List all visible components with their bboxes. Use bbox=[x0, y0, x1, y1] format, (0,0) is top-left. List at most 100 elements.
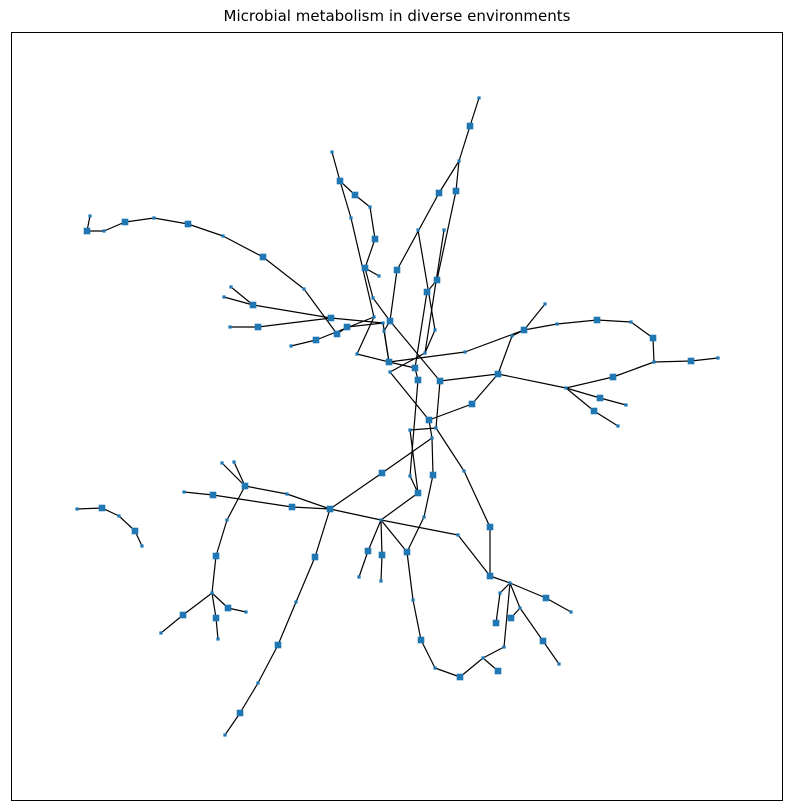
node-n69 bbox=[468, 400, 476, 408]
node-n117 bbox=[244, 610, 248, 614]
edge-n35-n38 bbox=[346, 322, 384, 328]
node-n19 bbox=[371, 296, 375, 300]
edge-n59-n60 bbox=[652, 337, 655, 363]
node-n37 bbox=[372, 315, 376, 319]
node-n47 bbox=[423, 351, 427, 355]
edge-n72-n78 bbox=[435, 427, 465, 472]
node-n42 bbox=[289, 344, 293, 348]
node-n92 bbox=[498, 591, 502, 595]
edge-n48-n47 bbox=[424, 329, 436, 354]
node-n73 bbox=[430, 436, 434, 440]
node-n74 bbox=[429, 471, 437, 479]
node-n84 bbox=[378, 551, 386, 559]
node-n70 bbox=[425, 416, 433, 424]
node-n114 bbox=[212, 552, 220, 560]
edge-n33-n34 bbox=[257, 317, 332, 328]
edge-n50-n72 bbox=[435, 380, 441, 429]
edge-n69-n70 bbox=[428, 403, 473, 421]
node-n48 bbox=[433, 328, 437, 332]
node-n76 bbox=[408, 474, 412, 478]
edge-n113-n114 bbox=[215, 519, 228, 557]
node-n52 bbox=[494, 370, 502, 378]
edge-n4-n17 bbox=[436, 190, 457, 281]
edge-n105-n107 bbox=[221, 462, 246, 487]
edge-n101-n102 bbox=[434, 667, 461, 678]
node-n82 bbox=[379, 518, 383, 522]
node-n80 bbox=[486, 523, 494, 531]
node-n106 bbox=[232, 460, 236, 464]
edge-n89-n93 bbox=[509, 582, 521, 609]
edge-n74-n79 bbox=[423, 474, 434, 518]
node-n49 bbox=[414, 376, 422, 384]
edge-n110-n112 bbox=[286, 493, 331, 510]
node-n81 bbox=[456, 533, 460, 537]
edge-n79-n85 bbox=[406, 516, 425, 553]
node-n33 bbox=[254, 323, 262, 331]
node-n50 bbox=[436, 377, 444, 385]
edge-n83-n86 bbox=[358, 550, 369, 578]
edge-n58-n59 bbox=[630, 321, 654, 339]
edge-n75-n112 bbox=[329, 472, 383, 510]
node-n129 bbox=[98, 504, 106, 512]
edge-n108-n109 bbox=[183, 491, 214, 496]
edge-n128-n129 bbox=[76, 507, 103, 510]
edge-n6-n7 bbox=[331, 151, 341, 182]
node-n109 bbox=[209, 491, 217, 499]
edge-n3-n5 bbox=[438, 160, 460, 194]
node-n71 bbox=[408, 428, 412, 432]
edge-n44-n46 bbox=[388, 361, 416, 369]
node-n93 bbox=[518, 606, 522, 610]
node-n66 bbox=[624, 403, 628, 407]
edge-n14-n39 bbox=[389, 269, 398, 322]
plot-frame bbox=[11, 32, 783, 801]
node-n90 bbox=[542, 594, 550, 602]
edge-n23-n24 bbox=[124, 217, 155, 223]
node-n131 bbox=[131, 527, 139, 535]
edge-n61-n62 bbox=[690, 357, 719, 362]
node-n130 bbox=[117, 514, 121, 518]
edge-n78-n80 bbox=[463, 470, 491, 528]
edge-n99-n101 bbox=[459, 657, 484, 678]
node-n3 bbox=[457, 159, 461, 163]
edge-n85-n82 bbox=[380, 519, 408, 553]
node-n88 bbox=[486, 572, 494, 580]
edge-n96-n97 bbox=[542, 640, 560, 665]
edge-n122-n123 bbox=[295, 556, 316, 603]
node-n104 bbox=[411, 598, 415, 602]
edge-n90-n91 bbox=[545, 597, 572, 613]
edge-n93-n96 bbox=[519, 607, 544, 642]
edge-n73-n74 bbox=[431, 437, 434, 476]
node-n24 bbox=[152, 216, 156, 220]
node-n34 bbox=[327, 314, 335, 322]
edge-n92-n95 bbox=[495, 592, 501, 624]
node-n32 bbox=[228, 325, 232, 329]
node-n124 bbox=[274, 641, 282, 649]
node-n94 bbox=[507, 614, 515, 622]
edge-n123-n124 bbox=[277, 601, 297, 646]
node-n62 bbox=[716, 356, 720, 360]
edge-n15-n48 bbox=[417, 229, 436, 331]
edge-n102-n103 bbox=[420, 639, 436, 669]
edge-n111-n112 bbox=[291, 506, 331, 510]
node-n112 bbox=[326, 505, 334, 513]
edge-n84-n87 bbox=[380, 554, 383, 582]
node-n43 bbox=[355, 352, 359, 356]
edge-n98-n99 bbox=[482, 646, 505, 659]
edge-n67-n68 bbox=[593, 410, 619, 427]
edge-n10-n11 bbox=[369, 206, 376, 240]
edge-n22-n23 bbox=[103, 221, 126, 232]
node-n27 bbox=[259, 253, 267, 261]
edge-n64-n67 bbox=[565, 387, 595, 412]
node-n58 bbox=[629, 320, 633, 324]
edge-n89-n92 bbox=[499, 582, 511, 594]
node-n122 bbox=[311, 553, 319, 561]
node-n22 bbox=[102, 229, 106, 233]
edge-n31-n34 bbox=[252, 304, 332, 319]
edge-n89-n98 bbox=[503, 582, 511, 648]
node-n87 bbox=[379, 579, 383, 583]
node-n123 bbox=[294, 600, 298, 604]
edge-n124-n125 bbox=[257, 644, 279, 684]
node-n83 bbox=[364, 547, 372, 555]
node-n110 bbox=[285, 492, 289, 496]
